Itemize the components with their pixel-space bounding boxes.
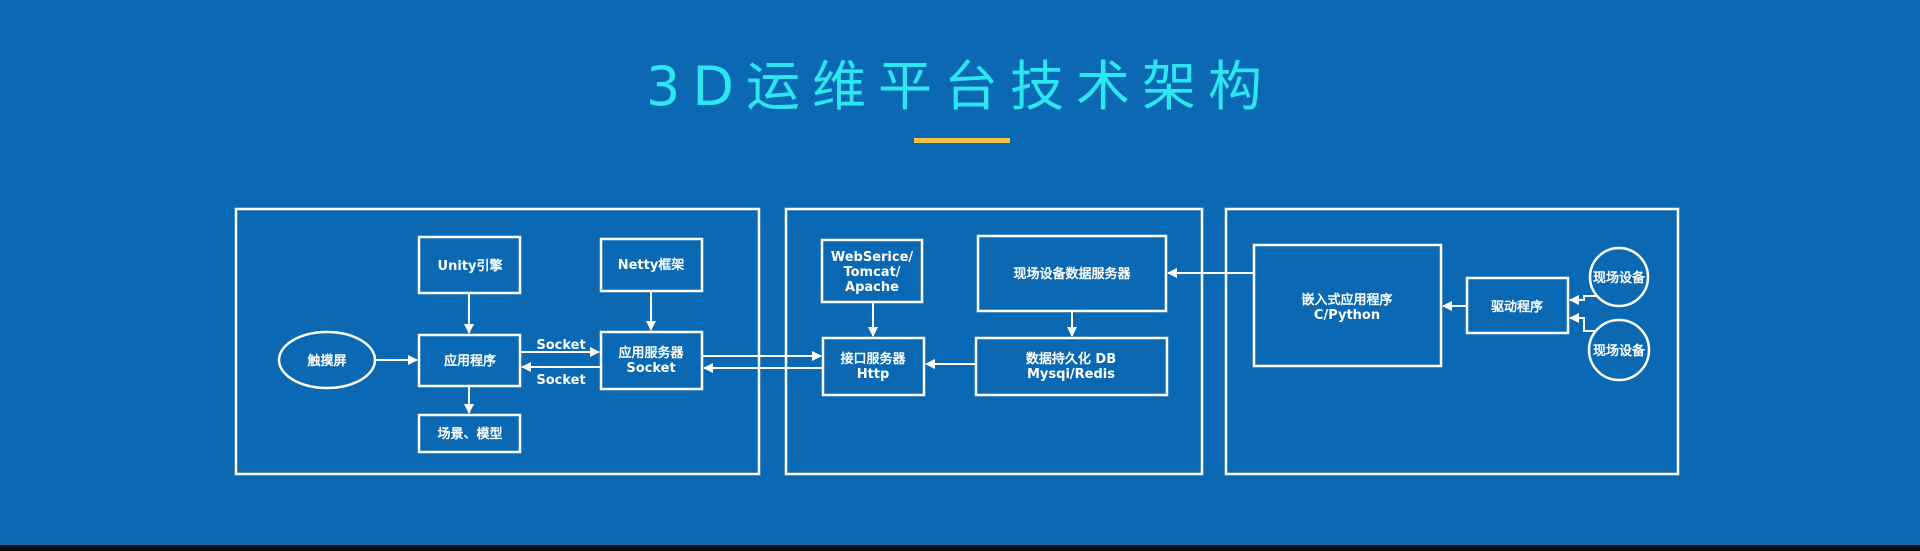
edge-label-socket-top: Socket	[536, 338, 585, 353]
node-field-device-2-label: 现场设备	[1593, 343, 1646, 359]
node-embedded-app: 嵌入式应用程序 C/Python	[1252, 243, 1443, 368]
node-web-server-label-2: Tomcat/	[843, 265, 900, 280]
node-app-server-label-2: Socket	[626, 361, 675, 376]
node-touchscreen: 触摸屏	[277, 330, 377, 390]
page-title: 3D运维平台技术架构	[646, 55, 1274, 118]
edge-device-1-to-driver	[1569, 295, 1597, 305]
node-embedded-app-label-1: 嵌入式应用程序	[1301, 292, 1392, 308]
node-embedded-app-label-2: C/Python	[1314, 308, 1380, 323]
node-field-device-2: 现场设备	[1587, 318, 1651, 382]
node-web-server-label-3: Apache	[845, 280, 899, 295]
panel-client	[234, 207, 761, 476]
node-field-data-server-label: 现场设备数据服务器	[1013, 266, 1131, 282]
bottom-bar	[0, 545, 1920, 551]
title-underline	[914, 138, 1010, 143]
node-database: 数据持久化 DB Mysqi/Redis	[974, 336, 1169, 397]
edge-device-2-to-driver	[1569, 313, 1596, 332]
edge-label-socket-bottom: Socket	[536, 373, 585, 388]
node-field-device-1: 现场设备	[1588, 246, 1650, 308]
node-api-server-label-1: 接口服务器	[840, 351, 906, 367]
node-application: 应用程序	[417, 333, 522, 388]
node-field-data-server: 现场设备数据服务器	[976, 234, 1168, 313]
node-app-server: 应用服务器 Socket	[599, 330, 704, 391]
node-field-device-1-label: 现场设备	[1593, 270, 1646, 286]
node-driver: 驱动程序	[1465, 276, 1570, 335]
node-api-server: 接口服务器 Http	[821, 336, 926, 397]
node-netty-framework: Netty框架	[599, 237, 704, 293]
node-app-server-label-1: 应用服务器	[618, 345, 684, 361]
panel-device	[1224, 207, 1680, 476]
node-touchscreen-label: 触摸屏	[306, 353, 346, 369]
node-web-server-label-1: WebSerice/	[831, 250, 914, 265]
node-web-server: WebSerice/ Tomcat/ Apache	[820, 238, 924, 304]
node-application-label: 应用程序	[444, 353, 496, 369]
node-unity-engine: Unity引擎	[417, 235, 522, 295]
node-database-label-1: 数据持久化 DB	[1026, 351, 1116, 367]
node-unity-engine-label: Unity引擎	[438, 258, 503, 274]
panel-server	[784, 207, 1204, 476]
node-database-label-2: Mysqi/Redis	[1027, 367, 1115, 382]
node-scene-model: 场景、模型	[417, 413, 522, 454]
node-api-server-label-2: Http	[857, 367, 890, 382]
node-driver-label: 驱动程序	[1491, 299, 1543, 315]
node-scene-model-label: 场景、模型	[437, 426, 502, 442]
node-netty-framework-label: Netty框架	[618, 257, 685, 273]
